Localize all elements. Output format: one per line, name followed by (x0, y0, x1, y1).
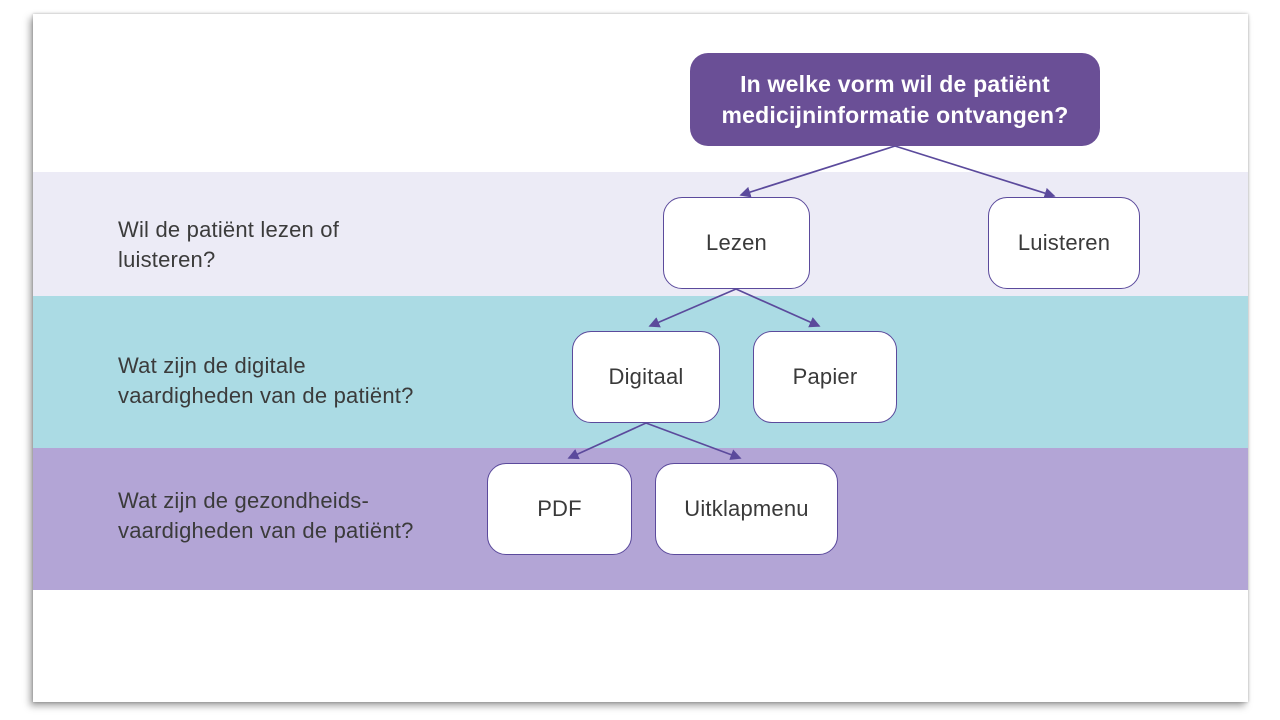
node-lezen: Lezen (663, 197, 810, 289)
root-question-box: In welke vorm wil de patiënt medicijninf… (690, 53, 1100, 146)
question-line: vaardigheden van de patiënt? (118, 518, 414, 543)
question-line: Wat zijn de gezondheids- (118, 488, 370, 513)
question-line: Wat zijn de digitale (118, 353, 306, 378)
node-uitklapmenu: Uitklapmenu (655, 463, 838, 555)
band-gezondheidsvaardigheden (33, 448, 1248, 590)
question-gezondheidsvaardigheden: Wat zijn de gezondheids- vaardigheden va… (118, 486, 414, 546)
node-papier: Papier (753, 331, 897, 423)
node-luisteren: Luisteren (988, 197, 1140, 289)
node-digitaal: Digitaal (572, 331, 720, 423)
node-pdf: PDF (487, 463, 632, 555)
question-line: Wil de patiënt lezen of (118, 217, 340, 242)
question-line: vaardigheden van de patiënt? (118, 383, 414, 408)
question-line: luisteren? (118, 247, 216, 272)
slide-canvas: Wil de patiënt lezen of luisteren? Wat z… (33, 14, 1248, 702)
question-digitale-vaardigheden: Wat zijn de digitale vaardigheden van de… (118, 351, 414, 411)
question-lezen-luisteren: Wil de patiënt lezen of luisteren? (118, 215, 339, 275)
